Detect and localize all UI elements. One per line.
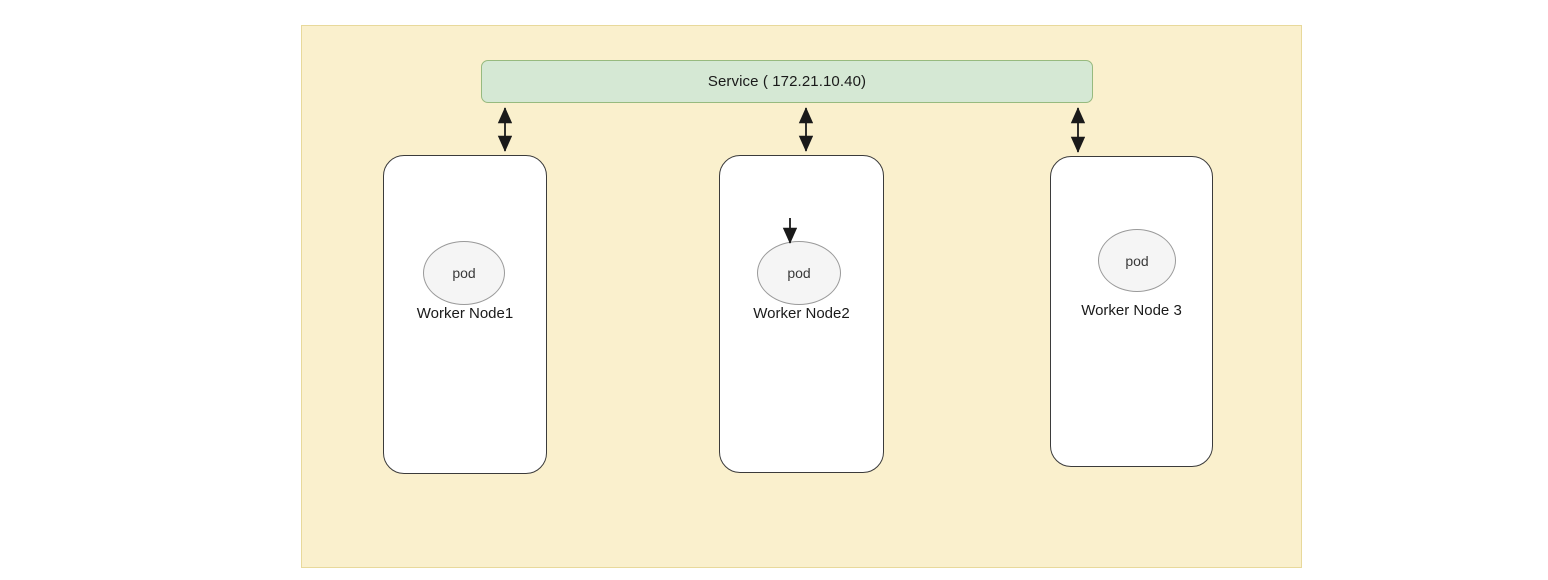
pod-circle-node-3[interactable]: pod: [1098, 229, 1176, 292]
pod-label-node-2: pod: [787, 265, 811, 281]
worker-node-3-box[interactable]: [1050, 156, 1213, 467]
worker-node-1-box[interactable]: [383, 155, 547, 474]
service-label: Service ( 172.21.10.40): [707, 73, 867, 90]
pod-label-node-3: pod: [1125, 252, 1149, 269]
worker-node-1-label: Worker Node1: [416, 305, 514, 322]
worker-node-2-label: Worker Node2: [753, 305, 850, 322]
pod-circle-node-1[interactable]: pod: [423, 241, 505, 305]
service-box[interactable]: Service ( 172.21.10.40): [481, 60, 1093, 103]
worker-node-3-label: Worker Node 3: [1081, 302, 1182, 319]
pod-circle-node-2[interactable]: pod: [757, 241, 841, 305]
pod-label-node-1: pod: [452, 265, 476, 281]
worker-node-2-box[interactable]: [719, 155, 884, 473]
